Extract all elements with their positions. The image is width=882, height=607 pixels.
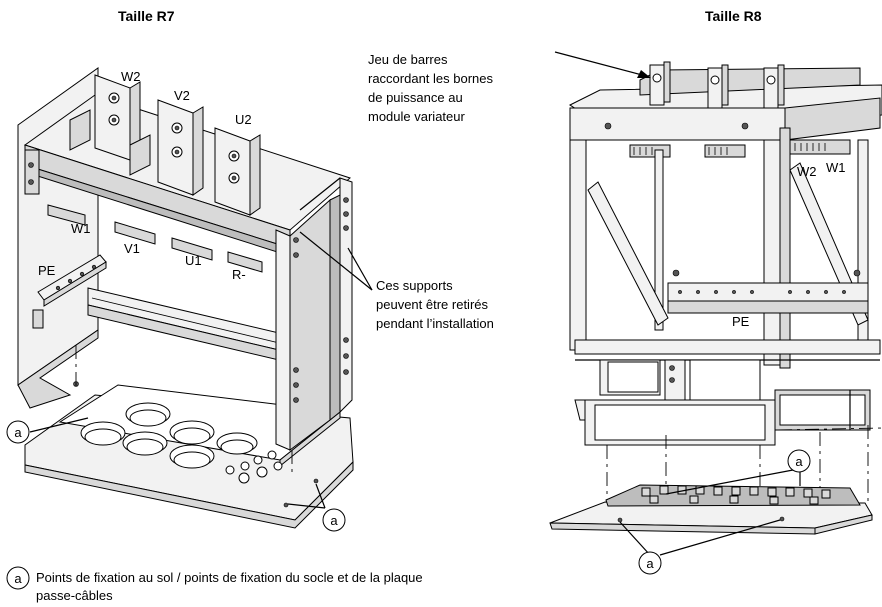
marker-a-r8-bottom [638,551,662,575]
r8-busbar-arrowhead [637,70,651,78]
r7-support-leader-2 [347,247,373,291]
legend-marker-label: a [14,571,22,586]
r8-right-post [763,139,781,366]
r7-marker-leader [29,417,89,433]
r8-label-pe: PE [732,314,750,329]
r7-cabinet-drawing [17,67,354,529]
r7-fixing-point [313,478,319,484]
title-r7: Taille R7 [118,8,175,24]
r7-front-post [275,229,291,451]
supports-callout-line: peuvent être retirés [376,297,489,312]
legend-text: Points de fixation au sol / points de fi… [36,569,423,605]
r8-left-post [569,139,587,351]
title-r8: Taille R8 [705,8,762,24]
marker-a-r8-top [787,449,811,473]
r7-support-leader-1 [299,231,373,291]
supports-callout-line: pendant l’installation [376,316,494,331]
r8-busbars [649,61,785,109]
r7-label-pe: PE [38,263,56,278]
r8-label-w1: W1 [826,160,846,175]
busbar-callout-line: raccordant les bornes [368,71,494,86]
supports-callout-line: Ces supports [376,278,453,293]
marker-a-label: a [14,425,22,440]
r8-left-brace [587,181,669,326]
marker-a-label: a [646,556,654,571]
r7-left-post [24,149,40,195]
r8-marker-leader [665,469,794,495]
r7-label-v1: V1 [124,241,140,256]
marker-a-r7-left [6,420,30,444]
r8-cable-glands [641,485,831,505]
r7-label-r-minus: R- [232,267,246,282]
busbar-callout-line: module variateur [368,109,465,124]
r8-top-beam [569,107,786,141]
marker-a-label: a [330,513,338,528]
r7-label-v2: V2 [174,88,190,103]
supports-callout: Ces supports peuvent être retirés pendan… [376,276,494,333]
legend-line-2: passe-câbles [36,588,113,603]
busbar-callout-line: de puissance au [368,90,463,105]
r7-gland-holes [80,402,283,484]
r7-busbars [69,74,261,216]
r8-label-w2: W2 [797,164,817,179]
r8-cabinet-drawing [549,61,882,535]
r8-busbar-arrow-line [554,51,647,77]
r7-label-w2: W2 [121,69,141,84]
r7-label-u2: U2 [235,112,252,127]
marker-a-label: a [795,454,803,469]
marker-a-legend [6,566,30,590]
legend-line-1: Points de fixation au sol / points de fi… [36,570,423,585]
busbar-callout-line: Jeu de barres [368,52,448,67]
r7-fixing-point [283,502,289,508]
r7-label-u1: U1 [185,253,202,268]
busbar-callout: Jeu de barres raccordant les bornes de p… [368,50,493,126]
r7-label-w1: W1 [71,221,91,236]
marker-a-r7-right [322,508,346,532]
